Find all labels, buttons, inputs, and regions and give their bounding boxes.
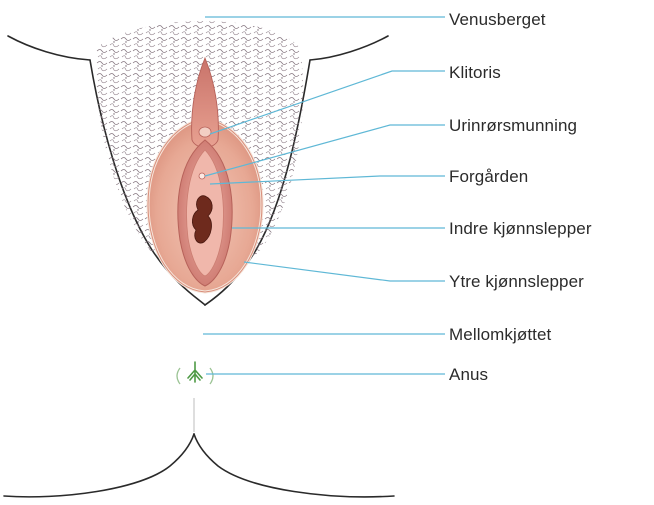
label-anus: Anus xyxy=(449,365,488,385)
body-outline-lower xyxy=(4,434,394,497)
anus-mark xyxy=(177,362,213,384)
urethral-opening xyxy=(199,173,205,179)
label-klitoris: Klitoris xyxy=(449,63,501,83)
label-forgarden: Forgården xyxy=(449,167,528,187)
label-urinrorsmunning: Urinrørsmunning xyxy=(449,116,577,136)
label-mellomkjottet: Mellomkjøttet xyxy=(449,325,551,345)
leader-ytre xyxy=(244,262,445,281)
label-ytre-kjonnslepper: Ytre kjønnslepper xyxy=(449,272,584,292)
label-indre-kjonnslepper: Indre kjønnslepper xyxy=(449,219,592,239)
label-venusberget: Venusberget xyxy=(449,10,546,30)
